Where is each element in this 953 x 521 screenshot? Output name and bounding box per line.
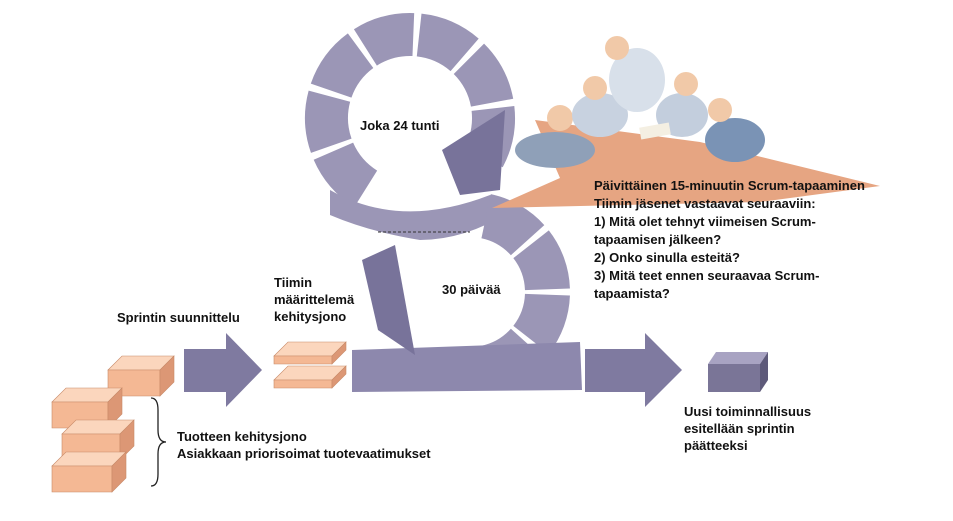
daily-cycle-segment: [305, 90, 352, 153]
sprint-cycle-segment: [481, 194, 545, 256]
daily-cycle-segment: [453, 43, 514, 107]
daily-cycle-arrow-head: [442, 110, 505, 195]
product-backlog-brace: [150, 397, 167, 487]
daily-scrum-description: Päivittäinen 15-minuutin Scrum-tapaamine…: [594, 178, 865, 301]
daily-cycle-segment: [310, 33, 374, 98]
product-backlog-box: [159, 355, 175, 397]
product-backlog-box: [51, 465, 113, 493]
sprint-bar: [352, 342, 582, 392]
product-backlog-box: [119, 419, 135, 461]
cycle-connector: [330, 190, 520, 240]
increment-box: [708, 352, 768, 392]
sprint-cycle-arrow-head: [362, 245, 415, 355]
sprint-cycle-label: 30 päivää: [442, 282, 501, 297]
daily-cycle-segment: [353, 12, 415, 66]
planning-arrow: [184, 333, 262, 407]
sprint-backlog-box: [273, 355, 333, 365]
daily-cycle-segment: [313, 142, 378, 208]
sprint-cycle-segment: [513, 293, 570, 354]
product-backlog-label: Tuotteen kehitysjono Asiakkaan priorisoi…: [177, 429, 431, 461]
sprint-backlog-label: Tiimin määrittelemä kehitysjono: [274, 275, 355, 324]
output-arrow: [585, 333, 682, 407]
product-backlog-boxes: [51, 355, 175, 493]
product-backlog-box: [111, 451, 127, 493]
team-meeting-illustration: [515, 36, 765, 168]
sprint-backlog-box: [331, 365, 347, 389]
daily-cycle-segment: [416, 13, 479, 72]
daily-cycle-label: Joka 24 tunti: [360, 118, 440, 133]
sprint-backlog-box: [331, 341, 347, 365]
sprint-backlog-boxes: [273, 341, 347, 389]
sprint-planning-label: Sprintin suunnittelu: [117, 310, 240, 325]
product-backlog-box: [107, 387, 123, 429]
increment-label: Uusi toiminnallisuus esitellään sprintin…: [684, 404, 812, 453]
sprint-backlog-box: [273, 379, 333, 389]
sprint-cycle-segment: [513, 230, 570, 291]
